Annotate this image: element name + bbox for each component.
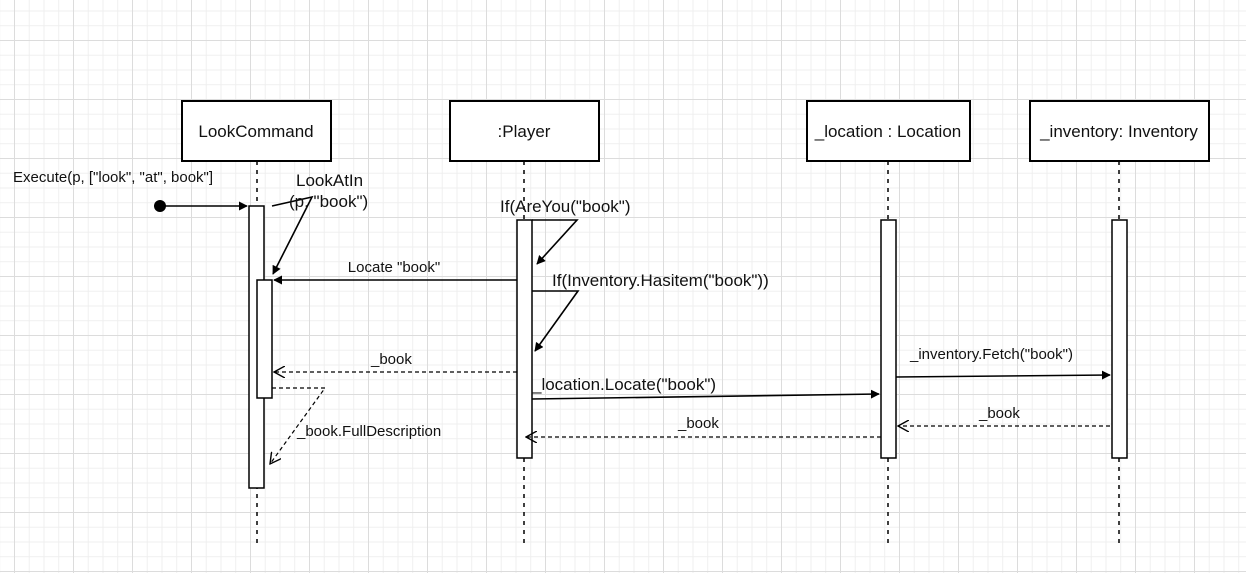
message-if-are-you-arrow	[532, 219, 579, 265]
participant-look-command[interactable]: LookCommand	[181, 100, 332, 162]
participant-label: _inventory: Inventory	[1039, 122, 1198, 141]
message-if-are-you-label: If(AreYou("book")	[500, 197, 631, 216]
activation-location	[880, 219, 897, 459]
activation-player	[516, 219, 533, 459]
message-if-inventory-arrow	[532, 290, 580, 352]
message-locate-book-label: Locate "book"	[348, 259, 440, 276]
message-execute-label: Execute(p, ["look", "at", book"]	[13, 169, 213, 186]
participant-location[interactable]: _location : Location	[806, 100, 971, 162]
activation-look-command-nested	[256, 279, 273, 399]
activation-inventory	[1111, 219, 1128, 459]
message-return-book-player-label: _book	[370, 351, 412, 368]
message-look-at-in-label-line2: (p, "book")	[289, 192, 368, 211]
participant-inventory[interactable]: _inventory: Inventory	[1029, 100, 1210, 162]
participant-label: _location : Location	[814, 122, 962, 141]
message-location-locate-arrow	[531, 389, 880, 400]
message-inventory-fetch-label: _inventory.Fetch("book")	[909, 346, 1073, 363]
message-if-inventory-label: If(Inventory.Hasitem("book"))	[552, 271, 769, 290]
participant-player[interactable]: :Player	[449, 100, 600, 162]
message-full-description-label: _book.FullDescription	[296, 423, 441, 440]
message-return-book-location-label: _book	[677, 415, 719, 432]
message-look-at-in-arrow	[271, 195, 314, 275]
participant-label: :Player	[498, 122, 551, 141]
participant-label: LookCommand	[198, 122, 313, 141]
message-location-locate-label: _location.Locate("book")	[531, 375, 716, 394]
message-return-book-inventory-label: _book	[978, 405, 1020, 422]
message-full-description-arrow	[270, 387, 327, 464]
message-look-at-in-label-line1: LookAtIn	[296, 171, 363, 190]
message-inventory-fetch-arrow	[895, 370, 1111, 380]
